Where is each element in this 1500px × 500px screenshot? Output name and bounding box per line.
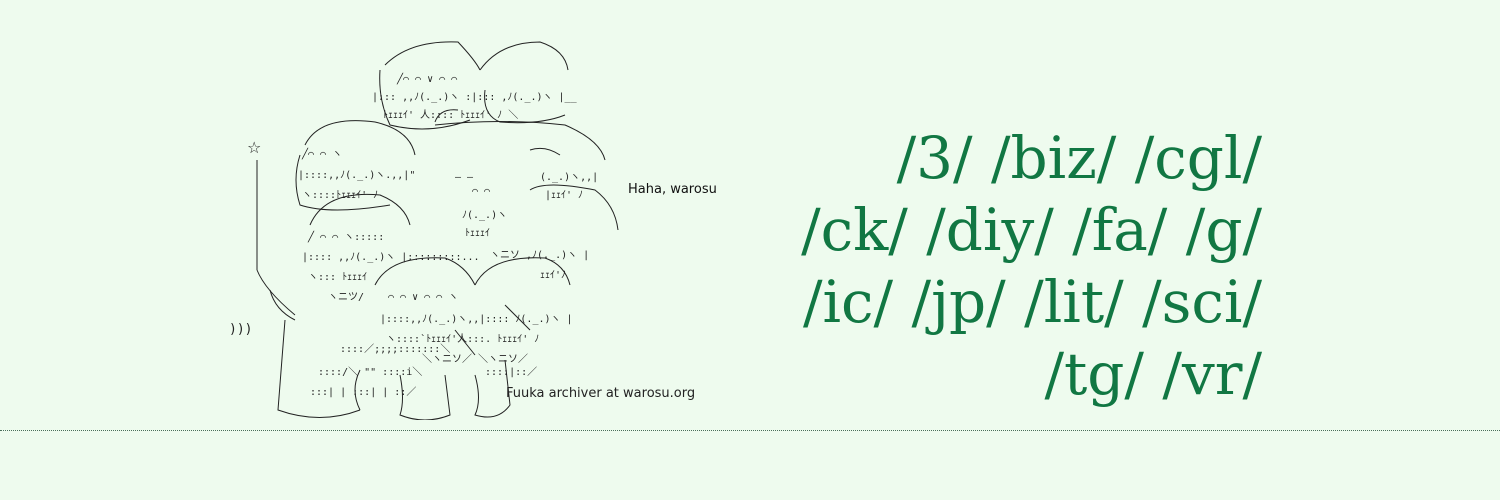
- board-link-vr[interactable]: /vr/: [1162, 340, 1262, 408]
- board-link-sci[interactable]: /sci/: [1142, 268, 1262, 336]
- svg-text:ﾄｪｪｪｲ' 人:::: ﾄｪｪｪｲ' ﾉ ＼: ﾄｪｪｪｲ' 人:::: ﾄｪｪｪｲ' ﾉ ＼: [383, 109, 518, 121]
- board-line: /tg/ /vr/: [702, 338, 1262, 410]
- svg-text:::::|::／: ::::|::／: [485, 366, 537, 378]
- svg-text:ヽ::::ﾄｪｪｪｲ' ﾉ: ヽ::::ﾄｪｪｪｲ' ﾉ: [302, 190, 378, 201]
- svg-text:ﾄｪｪｪｲ: ﾄｪｪｪｲ: [465, 228, 490, 239]
- svg-text:|::::,,ﾉ(._.)ヽ,,|:::: ﾉ(._.)ヽ: |::::,,ﾉ(._.)ヽ,,|:::: ﾉ(._.)ヽ |: [380, 314, 573, 325]
- board-link-biz[interactable]: /biz/: [990, 124, 1117, 192]
- ascii-art-yukkuri-pile: ╱⌒ ⌒ ∨ ⌒ ⌒ |::: ,,ﾉ(._.)ヽ :|::: ,ﾉ(._.)ヽ…: [200, 30, 620, 420]
- board-link-fa[interactable]: /fa/: [1072, 196, 1168, 264]
- caption-haha-warosu: Haha, warosu: [628, 182, 717, 197]
- svg-text::::| | :::| | ::／: :::| | :::| | ::／: [310, 386, 416, 398]
- board-link-3[interactable]: /3/: [896, 124, 973, 192]
- board-link-jp[interactable]: /jp/: [911, 268, 1006, 336]
- svg-text:╱⌒ ⌒ ∨ ⌒ ⌒: ╱⌒ ⌒ ∨ ⌒ ⌒: [396, 72, 457, 85]
- board-link-g[interactable]: /g/: [1185, 196, 1262, 264]
- svg-text:|::::,,ﾉ(._.)ヽ.,,|": |::::,,ﾉ(._.)ヽ.,,|": [298, 170, 415, 181]
- svg-text:ヽ::: ﾄｪｪｪｲ: ヽ::: ﾄｪｪｪｲ: [308, 272, 367, 283]
- svg-text:⌒ ⌒ ∨ ⌒ ⌒ ヽ: ⌒ ⌒ ∨ ⌒ ⌒ ヽ: [388, 292, 458, 303]
- svg-text:(._.)ヽ,,|: (._.)ヽ,,|: [540, 172, 598, 183]
- dotted-divider: [0, 430, 1500, 431]
- svg-text:|ｪｪｲ' ﾉ: |ｪｪｲ' ﾉ: [545, 190, 583, 201]
- svg-text:::::/＼ "" ::::i＼: ::::/＼ "" ::::i＼: [318, 366, 422, 378]
- board-link-ck[interactable]: /ck/: [801, 196, 908, 264]
- svg-text:╱⌒ ⌒ ヽ: ╱⌒ ⌒ ヽ: [301, 147, 342, 160]
- board-line: /3/ /biz/ /cgl/: [702, 122, 1262, 194]
- board-link-lit[interactable]: /lit/: [1024, 268, 1124, 336]
- svg-text:＼ヽニソ／ ＼ヽニソ／: ＼ヽニソ／ ＼ヽニソ／: [422, 353, 528, 365]
- star-icon: ☆: [247, 138, 262, 157]
- svg-text:— —: — —: [455, 172, 474, 183]
- svg-text:ヽニソ ,ﾉ(._.)ヽ |: ヽニソ ,ﾉ(._.)ヽ |: [490, 250, 589, 261]
- board-link-tg[interactable]: /tg/: [1044, 340, 1144, 408]
- board-line: /ck/ /diy/ /fa/ /g/: [702, 194, 1262, 266]
- board-list: /3/ /biz/ /cgl/ /ck/ /diy/ /fa/ /g/ /ic/…: [702, 122, 1262, 410]
- board-link-cgl[interactable]: /cgl/: [1134, 124, 1262, 192]
- board-line: /ic/ /jp/ /lit/ /sci/: [702, 266, 1262, 338]
- board-link-ic[interactable]: /ic/: [802, 268, 894, 336]
- svg-text:ヽニツ/: ヽニツ/: [328, 292, 364, 303]
- svg-text:|:::: ,,ﾉ(._.)ヽ |:::::::::..: |:::: ,,ﾉ(._.)ヽ |:::::::::...: [302, 252, 480, 263]
- svg-text:::::／;;;;:::::::＼: ::::／;;;;:::::::＼: [340, 343, 450, 355]
- board-link-diy[interactable]: /diy/: [926, 196, 1054, 264]
- svg-text:ｪｪｲ'ﾉ: ｪｪｲ'ﾉ: [540, 270, 566, 281]
- svg-text:|::: ,,ﾉ(._.)ヽ :|::: ,ﾉ(._.)ヽ: |::: ,,ﾉ(._.)ヽ :|::: ,ﾉ(._.)ヽ |__: [372, 92, 578, 103]
- svg-text:╱ ⌒ ⌒ ヽ:::::: ╱ ⌒ ⌒ ヽ:::::: [307, 230, 384, 243]
- svg-text:⌒ ⌒: ⌒ ⌒: [472, 186, 490, 197]
- caption-fuuka-archiver: Fuuka archiver at warosu.org: [506, 386, 696, 401]
- svg-text:ﾉ(._.)ヽ: ﾉ(._.)ヽ: [462, 210, 507, 221]
- sound-waves-glyph: ))): [229, 322, 253, 337]
